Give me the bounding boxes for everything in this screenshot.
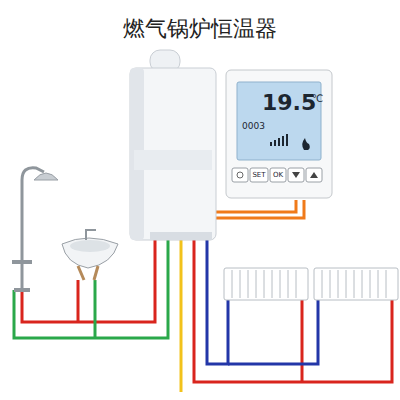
gas-pipe: [180, 238, 183, 392]
boiler: [130, 50, 216, 240]
shower: [12, 168, 58, 292]
hot-water-pipe: [77, 280, 80, 322]
display-text-slot: SET: [250, 172, 268, 179]
title-text: 燃气锅炉恒温器: [123, 16, 277, 41]
display-text-slot: ℃: [312, 94, 323, 104]
heating-return-pipe: [228, 300, 318, 364]
display-text-slot: 19.5: [262, 92, 316, 114]
display-text: 19.5: [262, 90, 316, 115]
display-text: 0003: [242, 121, 265, 131]
hot-water-pipe: [22, 238, 155, 322]
thermostat: [226, 70, 332, 198]
cold-water-pipe: [14, 238, 168, 338]
sink: [62, 230, 118, 280]
cold-water-pipe: [94, 280, 97, 338]
heating-supply-pipe: [301, 300, 304, 382]
radiator: [224, 268, 398, 300]
heating-supply-pipe: [194, 238, 392, 382]
thermostat-panel: 19.5℃ 0003SET OK: [226, 70, 332, 198]
control-wire: [214, 200, 296, 212]
heating-return-pipe: [207, 238, 228, 364]
control-wire: [214, 200, 304, 218]
title: 燃气锅炉恒温器: [0, 14, 400, 44]
display-text-slot: 0003: [242, 122, 265, 131]
display-text-slot: OK: [270, 172, 286, 179]
display-text: OK: [273, 171, 283, 179]
display-text: ℃: [312, 93, 323, 104]
display-text: SET: [252, 171, 265, 179]
